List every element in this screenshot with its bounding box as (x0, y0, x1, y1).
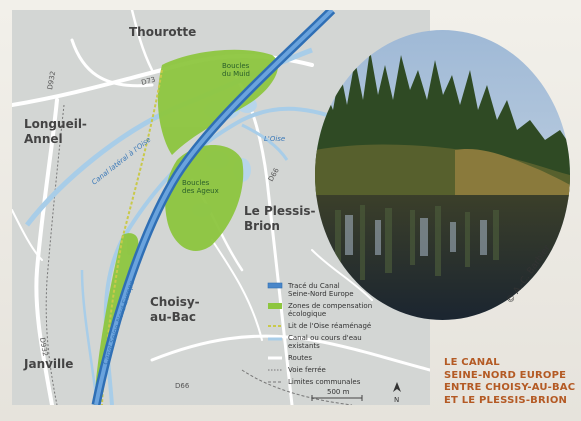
north-label: N (394, 396, 399, 404)
label-loise: L'Oise (264, 135, 285, 143)
town-plessis-line1: Le Plessis- (244, 204, 316, 218)
legend-water-line2: existants (288, 342, 320, 350)
zone-boucles-ageux-line1: Boucles (182, 179, 210, 187)
caption: LE CANAL SEINE-NORD EUROPE ENTRE CHOISY-… (444, 357, 576, 407)
scale-label: 500 m (327, 388, 350, 396)
lit-oise (101, 69, 163, 405)
commune-limit (241, 369, 353, 405)
legend-canal-line1: Tracé du Canal (287, 282, 340, 290)
town-choisy-line1: Choisy- (150, 295, 200, 309)
town-choisy-line2: au-Bac (150, 310, 196, 324)
north-arrow-icon: N (393, 382, 401, 404)
caption-line4: ET LE PLESSIS-BRION (444, 394, 568, 406)
zone-boucles-muid-line2: du Muid (222, 70, 250, 78)
town-plessis-line2: Brion (244, 219, 280, 233)
photo-forest-water (315, 30, 570, 320)
legend-canal-line2: Seine-Nord Europe (288, 290, 354, 298)
legend-limits: Limites communales (288, 378, 361, 386)
caption-line3: ENTRE CHOISY-AU-BAC (444, 382, 576, 393)
railway (45, 104, 65, 405)
legend-water-line1: Canal ou cours d'eau (288, 334, 362, 342)
legend-routes: Routes (288, 354, 312, 362)
town-longueil-line2: Annel (24, 132, 63, 146)
town-longueil-line1: Longueil- (24, 117, 87, 131)
town-thourotte: Thourotte (129, 25, 196, 39)
legend-zones-line2: écologique (288, 310, 326, 318)
legend-lit: Lit de l'Oise réaménagé (288, 322, 371, 330)
road-d932-top: D932 (46, 70, 57, 90)
road-d66-bottom: D66 (175, 382, 190, 390)
caption-line1: LE CANAL (444, 357, 500, 368)
photo-image (315, 30, 570, 320)
road-d932-bottom: D932 (38, 337, 49, 357)
scale-bar: 500 m (311, 388, 363, 401)
town-janville: Janville (23, 357, 73, 371)
road-d73: D73 (140, 76, 156, 87)
zone-boucles-ageux-line2: des Ageux (182, 187, 219, 195)
zone-boucles-muid-line1: Boucles (222, 62, 250, 70)
legend-zones-line1: Zones de compensation (288, 302, 372, 310)
legend: Tracé du Canal Seine-Nord Europe Zones d… (267, 282, 372, 386)
caption-line2: SEINE-NORD EUROPE (444, 369, 567, 381)
legend-rail: Voie ferrée (288, 366, 326, 374)
